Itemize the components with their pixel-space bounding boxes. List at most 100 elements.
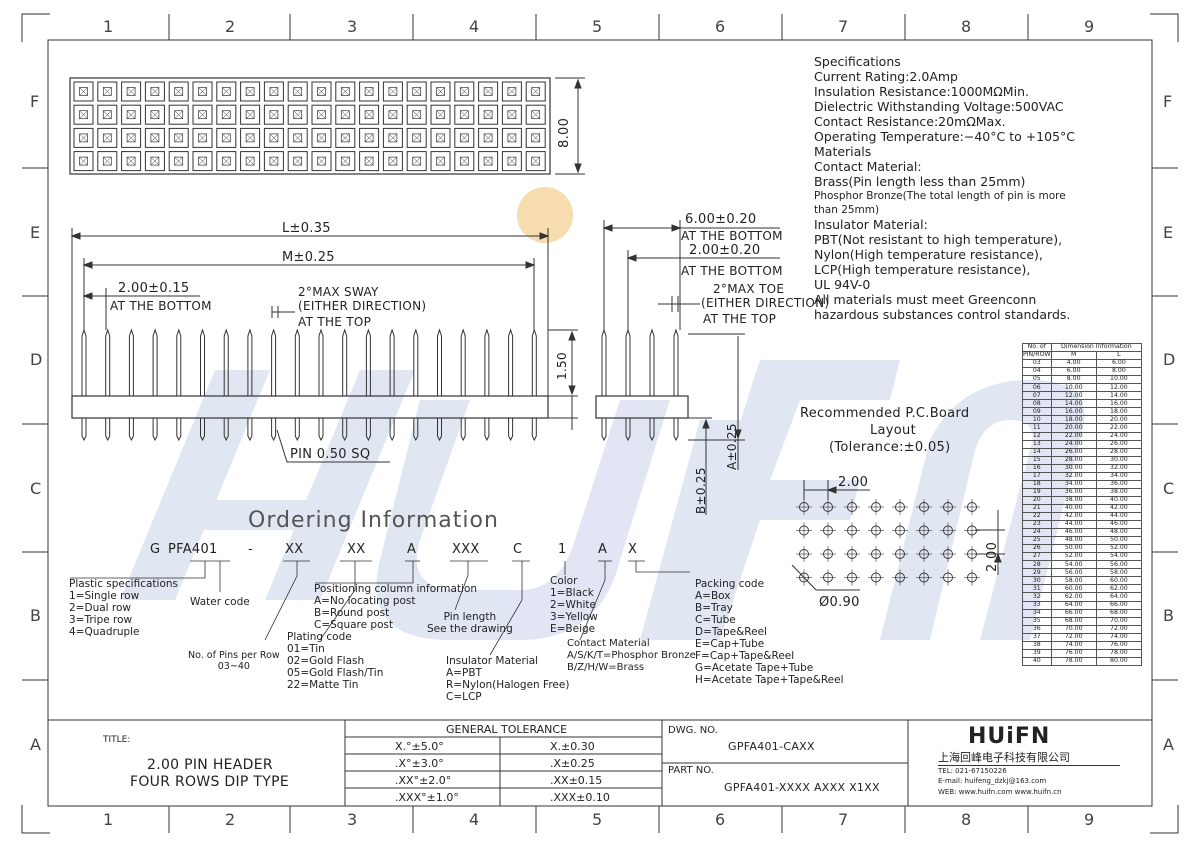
dim-table-cell: 20.00 (1050, 423, 1097, 433)
dim-table-cell: 54.00 (1050, 560, 1097, 570)
sway-note-1: 2°MAX SWAY (298, 285, 379, 299)
company-logo: HUiFN (968, 724, 1051, 749)
top-view-pin (436, 110, 445, 120)
top-view-cell (454, 151, 475, 172)
dim-200: 2.00±0.20 (689, 243, 761, 258)
front-pin (389, 328, 395, 396)
dim-table-cell: 30 (1022, 576, 1052, 586)
ordering-contact-line: B/Z/H/W=Brass (567, 662, 645, 673)
top-view-pin-cross (483, 156, 493, 166)
top-view-pin-cross (507, 133, 517, 143)
front-pin-tail (342, 418, 348, 442)
row-label-right: B (1163, 606, 1174, 625)
spec-line: LCP(High temperature resistance), (814, 262, 1031, 277)
top-view-pin (174, 87, 184, 96)
front-pin-tail (271, 418, 277, 442)
dim-table-cell: 10 (1022, 415, 1052, 425)
top-view-cell (73, 151, 94, 172)
toe-note-2: (EITHER DIRECTION) (701, 296, 830, 310)
top-view-cell (311, 127, 332, 148)
top-view-cell (240, 104, 261, 125)
tolerance-header: GENERAL TOLERANCE (446, 723, 568, 736)
front-pin-tail (200, 418, 205, 442)
ordering-plastic-line: 1=Single row (69, 590, 140, 602)
top-view-pin-cross (269, 156, 279, 166)
dim-table-cell: 22.00 (1050, 431, 1097, 441)
dim-table-cell: 58.00 (1095, 568, 1143, 578)
col-label-bottom: 3 (347, 810, 358, 829)
top-view-pin (245, 133, 255, 143)
top-view-pin-cross (507, 110, 517, 119)
top-view-cell (406, 127, 427, 148)
dim-table-cell: 29 (1022, 568, 1052, 578)
ordering-plastic-line: 2=Dual row (69, 602, 132, 614)
dim-table-cell: 09 (1022, 407, 1052, 417)
dim-table-cell: 31 (1022, 584, 1052, 594)
front-pin-tail (437, 418, 442, 442)
top-view-pin-cross (483, 133, 493, 143)
top-view-cell (478, 81, 499, 102)
top-view-pin (198, 156, 207, 166)
top-view-pin-cross (103, 87, 112, 96)
front-pin (531, 328, 537, 396)
front-pin (413, 328, 419, 396)
top-view-pin-cross (79, 133, 88, 143)
top-view-pin (79, 87, 88, 96)
dim-table-cell: 12 (1022, 431, 1052, 441)
spec-line: Specifications (814, 54, 901, 69)
ordering-packing-line: C=Tube (695, 614, 736, 626)
ordering-plating-line: 05=Gold Flash/Tin (287, 667, 384, 679)
side-pin (625, 328, 631, 396)
dim-table-cell: 62.00 (1050, 592, 1097, 602)
front-pin-tail (294, 418, 300, 442)
top-view-cell (216, 151, 237, 172)
tolerance-cell: .XX°±2.0° (395, 774, 452, 787)
top-view-cell (287, 127, 308, 148)
ordering-pin_length-line: Pin length (443, 611, 497, 623)
ordering-code-segment: XX (347, 542, 366, 557)
top-view-cell (478, 127, 499, 148)
top-view-pin-cross (388, 156, 398, 166)
title-line-1: 2.00 PIN HEADER (147, 757, 273, 773)
top-view-pin (507, 156, 517, 166)
top-view-pin-cross (174, 133, 183, 143)
note-600: AT THE BOTTOM (681, 229, 783, 243)
dim-table-cell: 14.00 (1095, 391, 1143, 401)
dim-table-cell: 62.00 (1095, 584, 1143, 594)
col-label-bottom: 4 (469, 810, 480, 829)
top-view-pin (102, 133, 112, 143)
top-view-pin (483, 87, 493, 96)
ordering-packing-line: H=Acetate Tape+Tape&Reel (695, 674, 844, 686)
top-view-pin (364, 110, 374, 120)
dim-table-cell: 56.00 (1050, 568, 1097, 578)
ordering-insulator-line: A=PBT (446, 667, 482, 679)
top-view-pin (340, 110, 350, 120)
tolerance-cell: .XXX±0.10 (550, 791, 610, 804)
top-view-cell (263, 127, 284, 148)
col-label-bottom: 2 (225, 810, 236, 829)
top-view-pin (340, 87, 350, 96)
ordering-packing-line: A=Box (695, 590, 731, 602)
top-view-cell (454, 127, 475, 148)
top-view-pin (79, 110, 88, 120)
top-view-cell (97, 104, 118, 125)
top-view-pin (150, 133, 160, 143)
front-pin (271, 328, 277, 396)
ordering-color-line: Color (550, 575, 578, 587)
top-view-cell (263, 81, 284, 102)
front-pin (128, 328, 134, 396)
spec-line: Materials (814, 144, 872, 159)
top-view-pin (221, 110, 231, 120)
spec-line: Operating Temperature:−40°C to +105°C (814, 129, 1076, 144)
top-view-pin-cross (222, 156, 231, 166)
row-label-left: A (30, 735, 41, 754)
